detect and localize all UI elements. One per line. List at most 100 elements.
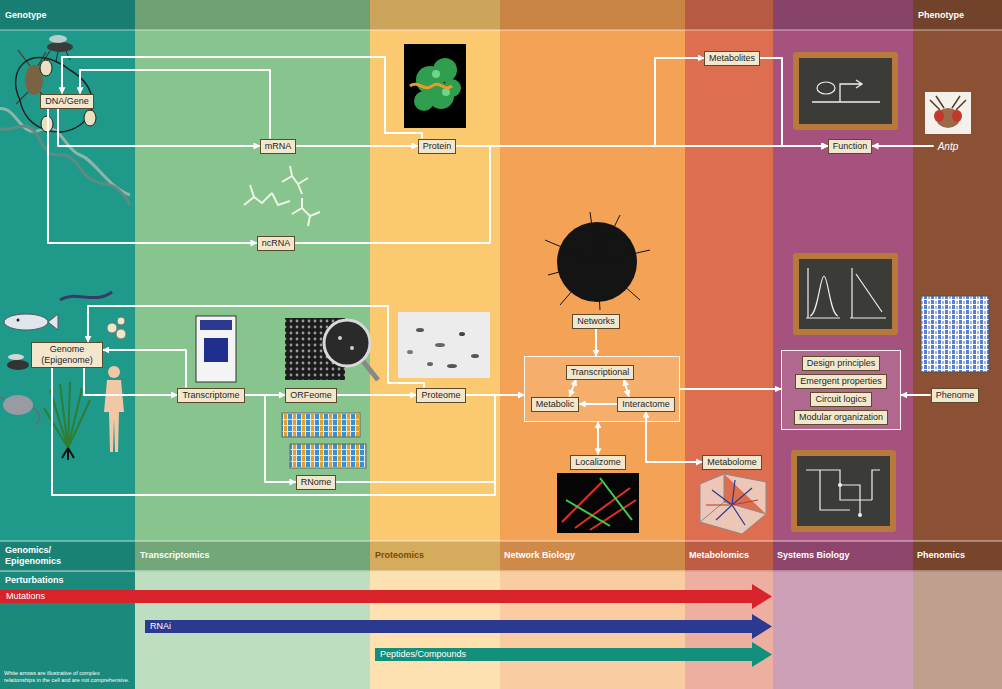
organism-sketch (4, 314, 48, 330)
network-hairball-image (545, 212, 650, 310)
chromatin-loop (16, 58, 96, 132)
process-box: ORFeome (285, 388, 337, 403)
model-organism-sketch (49, 35, 67, 43)
2d-gel-image (447, 364, 457, 368)
organism-sketch (48, 314, 58, 330)
section-label-strip (0, 571, 1002, 572)
2d-gel-image (398, 312, 490, 378)
metabolome-image (700, 474, 766, 534)
section-label-strip (0, 541, 1002, 542)
organism-sketch (7, 360, 29, 370)
chalkboard (791, 52, 898, 532)
node-text: Design principles (803, 357, 880, 370)
process-box: Genome (Epigenome) (31, 342, 103, 368)
chalkboard (838, 483, 842, 487)
chalkboard (812, 80, 880, 102)
genechip-image (204, 338, 228, 362)
organism-sketch (3, 395, 33, 415)
organism-sketch (104, 380, 124, 452)
microarray-image (338, 336, 342, 340)
chromatin-loop (40, 60, 52, 76)
process-box: Metabolic (531, 397, 580, 412)
node-text: Modular organization (795, 411, 887, 424)
process-box: Proteome (416, 388, 465, 403)
2d-gel-image (398, 312, 490, 378)
2d-gel-image (407, 350, 413, 354)
fly-head-image (925, 92, 971, 134)
flow-arrow (872, 145, 933, 147)
chalkboard (797, 456, 890, 526)
ncrna-structure (292, 198, 320, 226)
process-box: DNA/Gene (40, 94, 94, 109)
node-text: Networks (573, 315, 619, 328)
organism-sketch (60, 292, 112, 300)
section-label: Network Biology (504, 550, 575, 561)
perturbation-panel (135, 572, 1002, 689)
fly-head-image (925, 92, 971, 134)
section-label-strip (0, 541, 1002, 571)
ncrna-structure (282, 166, 308, 194)
arrow-label: RNAi (150, 621, 171, 632)
metabolome-image (700, 474, 766, 534)
dna-helix (0, 125, 130, 205)
process-box: mRNA (260, 139, 297, 154)
rna-array-image (282, 413, 360, 437)
2d-gel-image (427, 362, 433, 366)
protein-structure-image (433, 58, 457, 82)
process-box: Metabolites (704, 51, 760, 66)
perturbation-panel (0, 572, 135, 689)
group-box: Design principlesEmergent propertiesCirc… (781, 350, 901, 430)
arrow-label: Mutations (6, 591, 45, 602)
organism-sketch (62, 448, 74, 460)
metabolome-image (706, 500, 758, 505)
section-label: Transcriptomics (140, 550, 210, 561)
localizome-image (566, 478, 632, 526)
process-box: Design principles (802, 356, 881, 371)
process-box: Emergent properties (795, 374, 887, 389)
process-box: Function (828, 139, 873, 154)
chalkboard (793, 52, 898, 130)
process-box: Localizome (570, 455, 626, 470)
node-text: Transcriptome (178, 389, 243, 402)
node-text: Interactome (618, 398, 674, 411)
perturbation-arrow (145, 614, 772, 639)
node-text: Genome (Epigenome) (32, 343, 102, 367)
flow-arrow (58, 109, 260, 147)
flow-arrow (88, 306, 424, 388)
microarray-image (324, 320, 370, 366)
process-box: ncRNA (257, 236, 296, 251)
section-label: Systems Biology (777, 550, 850, 561)
genechip-image (196, 316, 236, 382)
flow-arrow (901, 394, 931, 396)
model-organism-sketch (47, 42, 73, 52)
flow-arrow (595, 329, 597, 357)
genechip-image (200, 320, 232, 330)
node-text: ORFeome (286, 389, 336, 402)
flow-arrow (337, 394, 417, 396)
ncrna-structure (244, 166, 320, 226)
node-text: Emergent properties (796, 375, 886, 388)
organism-sketch (116, 329, 126, 339)
process-box: Transcriptome (177, 388, 244, 403)
dna-helix (0, 108, 130, 195)
node-text: Metabolites (705, 52, 759, 65)
organism-sketch (108, 366, 120, 378)
node-text: ncRNA (258, 237, 295, 250)
process-box: Interactome (617, 397, 675, 412)
node-text: Proteome (417, 389, 464, 402)
chalkboard (799, 259, 892, 329)
localizome-image (562, 482, 636, 530)
flow-arrow (84, 368, 177, 395)
microarray-image (362, 360, 378, 380)
chalkboard (799, 58, 892, 124)
node-text: Transcriptional (567, 366, 634, 379)
process-box: Protein (418, 139, 457, 154)
flow-arrow (62, 57, 422, 139)
rna-array-image (282, 413, 366, 468)
process-box: Modular organization (794, 410, 888, 425)
organism-sketch (8, 354, 24, 360)
rna-array-image (290, 444, 366, 468)
node-text: RNome (297, 476, 336, 489)
